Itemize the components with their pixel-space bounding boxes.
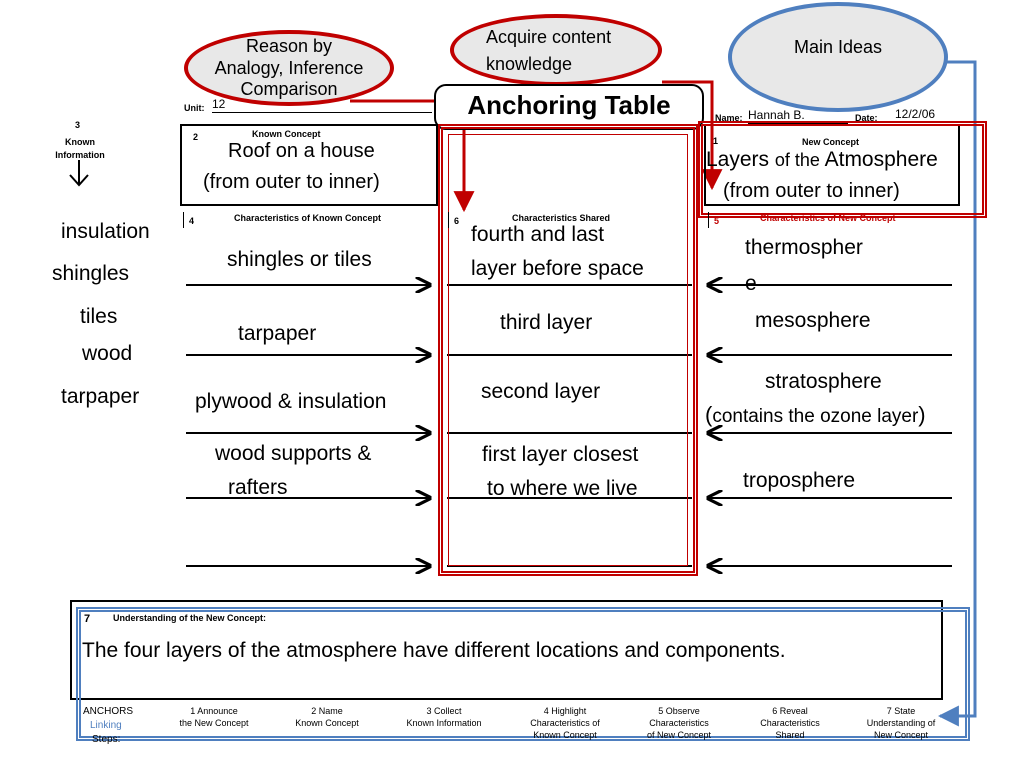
step-6-line-2: Characteristics (760, 718, 820, 728)
shared-item-1-line-2: layer before space (471, 257, 644, 280)
step-3-line-1: 3 Collect (426, 706, 462, 716)
shared-char-number: 6 (454, 216, 460, 226)
step-3-line-2: Known Information (406, 718, 482, 728)
main-ideas-connector (937, 60, 977, 727)
step-2-line-1: 2 Name (311, 706, 343, 716)
known-char-item-1: shingles or tiles (227, 248, 372, 271)
step-1-line-1: 1 Announce (190, 706, 238, 716)
new-concept-number: 1 (713, 136, 719, 146)
anchors-label-2: Linking (90, 720, 122, 731)
new-char-divider (708, 212, 709, 228)
ozone-paren-close: ) (918, 402, 926, 427)
acquire-oval-line-1: Acquire content (486, 27, 612, 47)
new-concept-value-part-3: Atmosphere (819, 148, 938, 171)
shared-item-2: third layer (500, 311, 593, 334)
known-char-item-3: plywood & insulation (195, 390, 387, 413)
step-5-line-2: Characteristics (649, 718, 709, 728)
shared-item-4-line-2: to where we live (487, 477, 638, 500)
anchors-label-3: Steps: (92, 734, 121, 745)
new-char-item-4: troposphere (743, 469, 856, 492)
step-6-line-1: 6 Reveal (772, 706, 808, 716)
new-concept-value-part-2: of the (774, 150, 820, 170)
known-info-label-2: Information (55, 150, 105, 160)
step-5-line-3: of New Concept (646, 730, 712, 740)
step-4-line-1: 4 Highlight (543, 706, 587, 716)
ozone-note: (contains the ozone layer) (705, 402, 926, 428)
known-concept-number: 2 (193, 132, 199, 142)
acquire-oval (450, 14, 662, 86)
name-label: Name: (715, 113, 743, 123)
known-char-item-2: tarpaper (238, 322, 317, 345)
ozone-paren-open: ( (705, 402, 713, 427)
acquire-oval-line-2: knowledge (486, 54, 573, 74)
shared-column-box (438, 124, 698, 576)
known-concept-label: Known Concept (252, 129, 321, 139)
page-title: Anchoring Table (467, 90, 671, 120)
new-char-number: 5 (714, 216, 720, 226)
known-concept-box (180, 124, 438, 206)
step-7-line-3: New Concept (873, 730, 929, 740)
reason-oval-line-2: Analogy, Inference (214, 58, 364, 78)
known-char-divider (183, 212, 184, 228)
unit-value: 12 (212, 97, 432, 113)
step-6-line-3: Shared (775, 730, 805, 740)
shared-char-divider (448, 212, 449, 228)
acquire-connector (662, 80, 723, 191)
known-char-label: Characteristics of Known Concept (234, 213, 382, 223)
known-info-item-4: wood (82, 342, 133, 365)
shared-item-3: second layer (481, 380, 601, 403)
step-5-line-1: 5 Observe (658, 706, 700, 716)
understanding-highlight (76, 607, 970, 741)
new-concept-value-part-1: Layers (706, 148, 775, 171)
date-label: Date: (855, 113, 878, 123)
new-char-item-3: stratosphere (765, 370, 882, 393)
main-ideas-label: Main Ideas (793, 37, 883, 57)
known-info-item-1: insulation (61, 220, 150, 243)
reason-oval-line-1: Reason by (245, 36, 333, 56)
step-1-line-2: the New Concept (179, 718, 249, 728)
known-info-label-1: Known (65, 137, 95, 147)
step-4-line-3: Known Concept (533, 730, 597, 740)
shared-char-label: Characteristics Shared (512, 213, 611, 223)
known-char-item-4-line-1: wood supports & (215, 442, 372, 465)
new-concept-label: New Concept (802, 137, 860, 147)
new-char-item-2: mesosphere (755, 309, 871, 332)
understanding-label: Understanding of the New Concept: (113, 613, 266, 623)
known-concept-value-2: (from outer to inner) (203, 171, 380, 193)
ozone-text: contains the ozone layer (712, 406, 919, 427)
shared-item-4-line-1: first layer closest (482, 443, 639, 466)
known-concept-value-1: Roof on a house (228, 140, 375, 162)
known-char-item-4-line-2: rafters (228, 476, 288, 499)
step-7-line-1: 7 State (886, 706, 916, 716)
step-7-line-2: Understanding of (866, 718, 936, 728)
new-char-item-1-line-2: e (745, 272, 757, 295)
new-char-item-1-line-1: thermospher (745, 236, 863, 259)
new-concept-highlight (698, 121, 987, 218)
known-info-item-5: tarpaper (61, 385, 140, 408)
new-char-label: Characteristics of New Concept (760, 213, 896, 223)
step-4-line-2: Characteristics of (530, 718, 600, 728)
reason-oval (184, 30, 394, 106)
understanding-statement: The four layers of the atmosphere have d… (82, 639, 786, 662)
main-ideas-oval (728, 2, 948, 112)
shared-item-1-line-1: fourth and last (471, 223, 605, 246)
known-info-item-2: shingles (52, 262, 130, 285)
known-info-item-3: tiles (80, 305, 118, 328)
reason-oval-line-3: Comparison (240, 79, 338, 99)
understanding-box (70, 600, 943, 700)
title-box (434, 84, 704, 130)
new-concept-value: Layers of the Atmosphere (706, 148, 938, 172)
new-concept-value-2: (from outer to inner) (723, 180, 900, 202)
step-2-line-2: Known Concept (295, 718, 359, 728)
anchors-label-1: ANCHORS (83, 706, 134, 717)
unit-label: Unit: (184, 103, 205, 113)
known-info-number: 3 (75, 120, 81, 130)
known-char-number: 4 (189, 216, 195, 226)
understanding-number: 7 (84, 613, 91, 625)
